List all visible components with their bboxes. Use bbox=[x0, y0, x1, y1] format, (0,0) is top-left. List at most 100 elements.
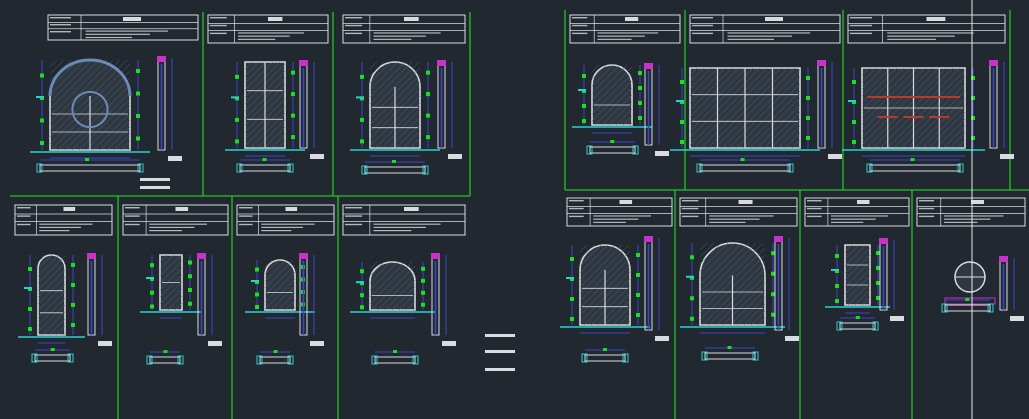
plan-jamb bbox=[957, 163, 964, 173]
dimension-marker bbox=[421, 302, 425, 307]
glass-hatch bbox=[707, 67, 789, 149]
glass-hatch bbox=[844, 244, 867, 267]
note-mark bbox=[485, 368, 515, 371]
dimension-marker bbox=[40, 73, 44, 78]
title-block-label-mark bbox=[239, 223, 253, 226]
opening-frame bbox=[844, 244, 871, 306]
dimension-marker bbox=[570, 317, 574, 321]
dimension-marker bbox=[40, 141, 44, 145]
glass-hatch bbox=[264, 271, 296, 303]
title-block-label-mark bbox=[682, 215, 699, 218]
dimension-marker bbox=[971, 116, 975, 120]
title-block-text-mark bbox=[887, 32, 974, 34]
title-block-text-mark bbox=[831, 218, 876, 220]
glass-hatch bbox=[159, 254, 168, 263]
title-block-heading-mark bbox=[123, 17, 141, 21]
glass-hatch bbox=[591, 66, 633, 108]
glass-hatch bbox=[844, 244, 860, 260]
section-label-mark bbox=[310, 341, 324, 346]
title-block-label-mark bbox=[919, 207, 935, 210]
dimension-marker bbox=[291, 113, 295, 118]
plan-jamb bbox=[137, 163, 144, 173]
glass-hatch bbox=[742, 90, 801, 149]
dimension-marker bbox=[771, 251, 775, 256]
dimension-marker bbox=[582, 119, 586, 123]
dimension-marker bbox=[188, 301, 192, 306]
section-head bbox=[299, 60, 308, 66]
title-block-label-mark bbox=[345, 207, 363, 209]
panel-g-wide-arched-window bbox=[342, 204, 466, 365]
glass-hatch bbox=[914, 97, 966, 149]
glass-hatch bbox=[49, 59, 128, 138]
section-head bbox=[989, 60, 998, 66]
glass-hatch bbox=[615, 108, 633, 126]
title-block bbox=[342, 204, 466, 236]
glass-hatch bbox=[264, 259, 273, 268]
title-block-text-mark bbox=[597, 38, 632, 40]
section-label-mark bbox=[655, 151, 669, 156]
glass-hatch bbox=[71, 91, 131, 151]
glass-hatch bbox=[625, 320, 631, 326]
glass-hatch bbox=[854, 289, 871, 306]
glass-hatch bbox=[601, 94, 633, 126]
glass-hatch bbox=[49, 59, 65, 75]
dimension-marker bbox=[150, 304, 154, 309]
glass-hatch bbox=[37, 283, 66, 312]
glass-hatch bbox=[591, 64, 614, 87]
title-block-label-mark bbox=[692, 32, 713, 35]
title-block-label-mark bbox=[345, 215, 363, 217]
glass-hatch bbox=[277, 292, 296, 311]
plan-jamb bbox=[287, 355, 294, 365]
panel-k-arched-double-door bbox=[560, 197, 673, 363]
glass-hatch bbox=[49, 59, 93, 103]
title-block-label-mark bbox=[239, 215, 253, 217]
glass-hatch bbox=[369, 61, 385, 77]
glass-hatch bbox=[722, 282, 766, 326]
dimension-marker bbox=[727, 346, 732, 349]
glass-hatch bbox=[369, 261, 385, 277]
note-mark bbox=[485, 334, 515, 337]
glass-hatch bbox=[886, 69, 966, 149]
dimension-marker bbox=[71, 283, 75, 287]
panel-l-arched-double-door bbox=[679, 197, 799, 361]
title-block-text-mark bbox=[597, 32, 658, 34]
section-head bbox=[197, 253, 206, 259]
title-block bbox=[804, 197, 910, 227]
plan-view bbox=[699, 164, 791, 172]
title-block-label-mark bbox=[807, 215, 822, 218]
title-block-heading-mark bbox=[765, 17, 783, 21]
glass-hatch bbox=[699, 242, 743, 286]
plan-jamb bbox=[701, 351, 708, 361]
glass-hatch bbox=[264, 259, 294, 289]
title-block-text-mark bbox=[887, 38, 936, 40]
glass-hatch bbox=[263, 126, 286, 149]
title-block-heading-mark bbox=[404, 17, 419, 21]
note-mark bbox=[140, 178, 170, 181]
glass-hatch bbox=[749, 97, 801, 149]
title-block-label-mark bbox=[210, 24, 227, 27]
dimension-marker bbox=[965, 298, 970, 301]
section-tag bbox=[686, 275, 694, 278]
title-block-label-mark bbox=[345, 223, 363, 226]
section-label-mark bbox=[828, 154, 842, 159]
glass-hatch bbox=[861, 67, 912, 118]
glass-hatch bbox=[92, 112, 131, 151]
title-block bbox=[689, 14, 841, 44]
section-tag bbox=[36, 96, 44, 98]
glass-hatch bbox=[579, 244, 609, 274]
glass-hatch bbox=[921, 104, 966, 149]
title-block-text-mark bbox=[39, 223, 93, 225]
glass-hatch bbox=[244, 61, 253, 70]
dimension-marker bbox=[393, 350, 397, 353]
title-block-heading-mark bbox=[175, 207, 189, 211]
glass-hatch bbox=[78, 98, 131, 151]
glass-hatch bbox=[369, 61, 406, 98]
glass-hatch bbox=[629, 122, 633, 126]
glass-hatch bbox=[270, 285, 296, 311]
glass-hatch bbox=[861, 67, 891, 97]
opening-frame bbox=[264, 259, 296, 311]
dimension-marker bbox=[638, 71, 642, 75]
glass-hatch bbox=[699, 242, 722, 265]
